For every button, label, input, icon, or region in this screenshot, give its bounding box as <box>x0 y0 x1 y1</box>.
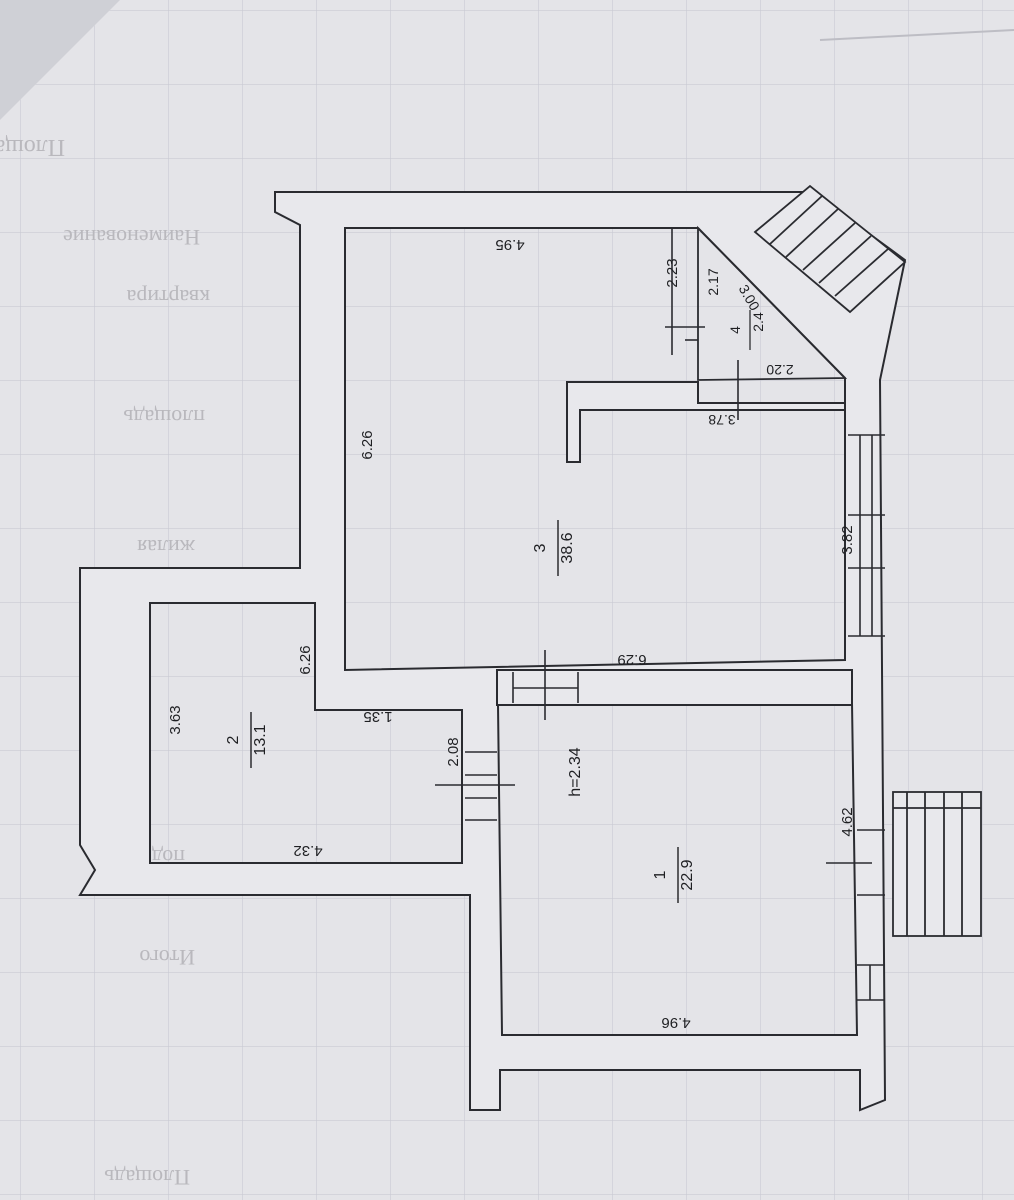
bleed-text-1: Площадь <box>0 134 65 160</box>
dim-room2-bottom: 4.32 <box>293 842 322 859</box>
room-1-label: 1 22.9 h=2.34 <box>567 747 696 903</box>
dim-room2-left: 3.63 <box>167 705 184 734</box>
window-room3-right <box>848 434 885 637</box>
paper-corner-shadow <box>0 0 120 120</box>
room-3-label: 3 38.6 <box>532 520 576 576</box>
wall-passage <box>496 669 853 706</box>
steps-upper <box>753 184 907 314</box>
room-3-area: 38.6 <box>559 532 576 563</box>
room-1-number: 1 <box>652 870 669 879</box>
bleed-text-3: квартира <box>126 285 210 310</box>
bleed-text-2: Наименование <box>63 225 200 250</box>
room-4-area: 2.4 <box>750 312 766 332</box>
paper-fold-line <box>819 29 1014 41</box>
room-2-label: 2 13.1 <box>225 712 269 768</box>
dim-room3-left: 6.26 <box>359 430 376 459</box>
dimension-ticks <box>435 326 872 864</box>
dim-room2-door: 2.08 <box>445 737 462 766</box>
dim-room2-step: 1.35 <box>363 708 392 725</box>
dim-room1-bottom: 4.96 <box>661 1014 690 1031</box>
room-4-outline <box>697 225 848 381</box>
room-2-number: 2 <box>225 735 242 744</box>
bleed-text-4: площадь <box>123 405 205 430</box>
dim-room2-top: 6.26 <box>297 645 314 674</box>
wall-fill <box>78 191 907 1112</box>
bleed-text-8: Площадь <box>104 1165 190 1190</box>
room-1-ceiling-height: h=2.34 <box>567 747 584 796</box>
room-3-number: 3 <box>532 543 549 552</box>
bleed-text-5: жилая <box>137 535 196 560</box>
room-4-number: 4 <box>727 326 743 334</box>
dim-room4-d: 3.78 <box>708 412 735 428</box>
room-4-label: 4 2.4 <box>727 310 766 350</box>
dim-room4-c: 2.20 <box>766 362 793 378</box>
bleed-text-7: Итого <box>139 945 195 970</box>
dim-room3-top: 4.95 <box>495 236 524 253</box>
dim-room4-a: 2.17 <box>705 268 721 295</box>
steps-lower <box>892 791 982 937</box>
wall-notch-top <box>671 228 698 355</box>
window-room1-right <box>857 829 885 1001</box>
dim-room3-bottom: 6.29 <box>617 651 646 668</box>
dim-room1-right: 4.62 <box>839 807 856 836</box>
walls <box>78 191 907 1112</box>
room-2-area: 13.1 <box>252 724 269 755</box>
room-1-area: 22.9 <box>679 859 696 890</box>
windows <box>465 228 885 1001</box>
partition-room3-closet <box>566 381 846 463</box>
dim-room3-closet: 2.23 <box>664 258 681 287</box>
door-room2 <box>465 751 497 821</box>
dim-room3-right: 3.82 <box>839 525 856 554</box>
